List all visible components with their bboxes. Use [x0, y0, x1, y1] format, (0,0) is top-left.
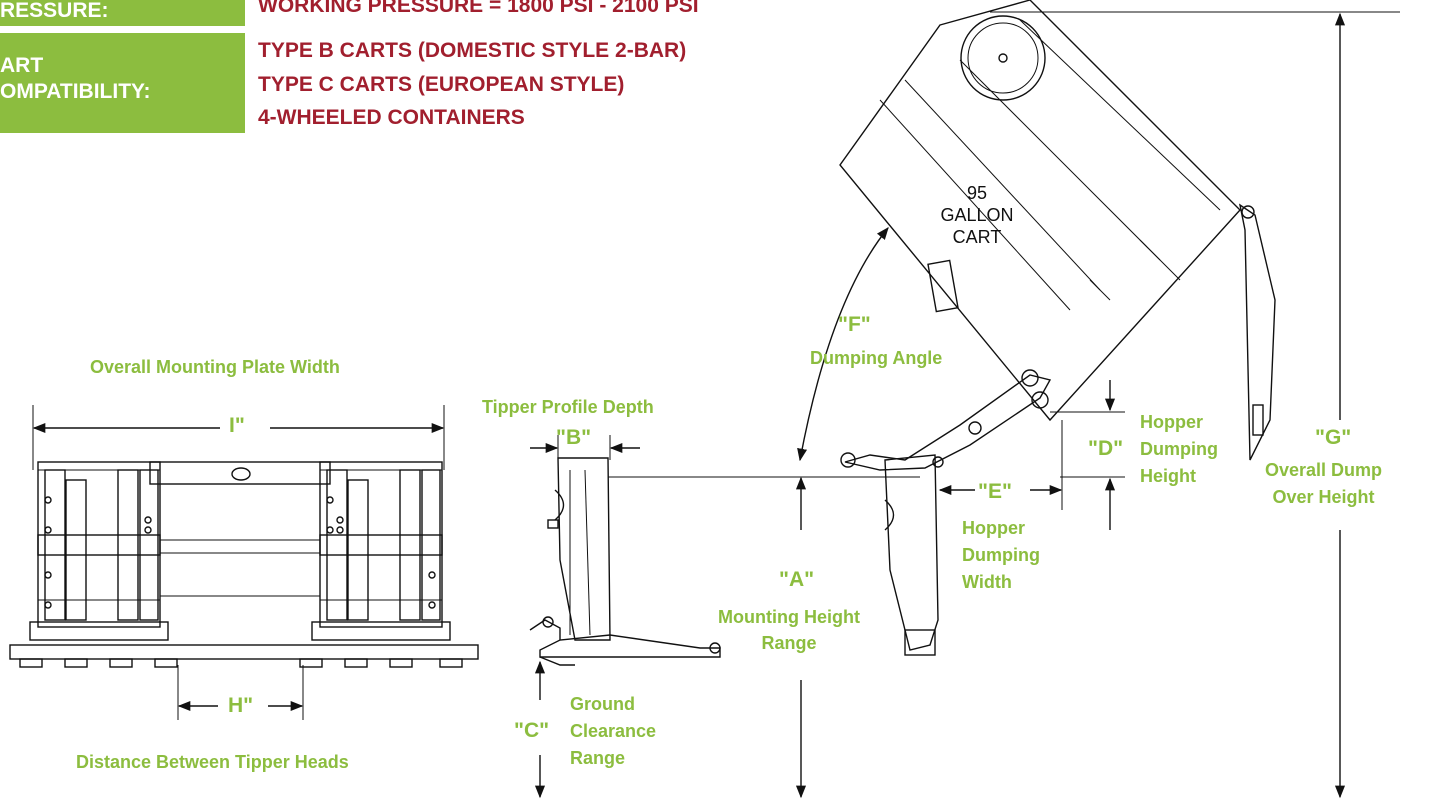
- hopper-dumping-width-line3: Width: [962, 572, 1012, 592]
- mounting-height-range-line2: Range: [761, 633, 817, 653]
- hopper-dumping-height-line1: Hopper: [1140, 412, 1203, 432]
- overall-dump-over-height-line1: Overall Dump: [1265, 460, 1383, 480]
- hopper-dumping-height-line2: Dumping: [1140, 439, 1218, 459]
- cart-label-line3: CART: [952, 227, 1002, 247]
- pressure-value: WORKING PRESSURE = 1800 PSI - 2100 PSI: [258, 0, 699, 17]
- mounting-height-range-label: Mounting Height Range: [718, 606, 860, 654]
- hopper-dumping-height-line3: Height: [1140, 466, 1196, 486]
- mounting-height-range-line1: Mounting Height: [718, 607, 860, 627]
- cart-label-line2: GALLON: [940, 205, 1014, 225]
- cart-label-line1: 95: [966, 183, 988, 203]
- dimension-i-label: I": [229, 414, 245, 437]
- hopper-dumping-width-line2: Dumping: [962, 545, 1040, 565]
- dimension-c-label: "C": [514, 719, 550, 742]
- pressure-label: RESSURE:: [0, 0, 245, 26]
- dimension-f-label: "F": [838, 313, 871, 336]
- ground-clearance-line3: Range: [570, 748, 626, 768]
- cart-compatibility-label: ART OMPATIBILITY:: [0, 33, 245, 133]
- hopper-dumping-height-label: Hopper Dumping Height: [1140, 411, 1218, 487]
- overall-dump-over-height-line2: Over Height: [1272, 487, 1375, 507]
- dimension-a-label: "A": [779, 568, 815, 591]
- ground-clearance-line2: Clearance: [570, 721, 657, 741]
- hopper-dumping-width-label: Hopper Dumping Width: [962, 517, 1040, 593]
- cart-label: 95 GALLON CART: [922, 182, 1032, 248]
- cart-compatibility-label-line1: ART: [0, 54, 44, 77]
- dimension-g-label: "G": [1315, 426, 1352, 449]
- ground-clearance-line1: Ground: [570, 694, 635, 714]
- side-view-drawing: [529, 435, 920, 799]
- dimension-b-label: "B": [556, 426, 592, 449]
- cart-compatibility-value-1: TYPE B CARTS (DOMESTIC STYLE 2-BAR): [258, 39, 687, 62]
- front-view-drawing: [9, 405, 479, 720]
- overall-dump-over-height-label: Overall Dump Over Height: [1265, 459, 1382, 508]
- overall-mounting-plate-width-title: Overall Mounting Plate Width: [90, 357, 340, 377]
- dimension-e-label: "E": [978, 480, 1012, 503]
- tipper-profile-depth-title: Tipper Profile Depth: [482, 397, 654, 417]
- dimension-d-label: "D": [1088, 437, 1124, 460]
- cart-compatibility-value-3: 4-WHEELED CONTAINERS: [258, 106, 525, 129]
- hopper-dumping-width-line1: Hopper: [962, 518, 1025, 538]
- dumping-angle-label: Dumping Angle: [810, 348, 943, 368]
- distance-between-tipper-heads-caption: Distance Between Tipper Heads: [76, 752, 349, 772]
- cart-compatibility-value-2: TYPE C CARTS (EUROPEAN STYLE): [258, 73, 625, 96]
- dump-view-drawing: [797, 0, 1400, 799]
- dimension-h-label: H": [228, 694, 254, 717]
- cart-compatibility-label-line2: OMPATIBILITY:: [0, 80, 151, 103]
- ground-clearance-range-label: Ground Clearance Range: [570, 693, 656, 769]
